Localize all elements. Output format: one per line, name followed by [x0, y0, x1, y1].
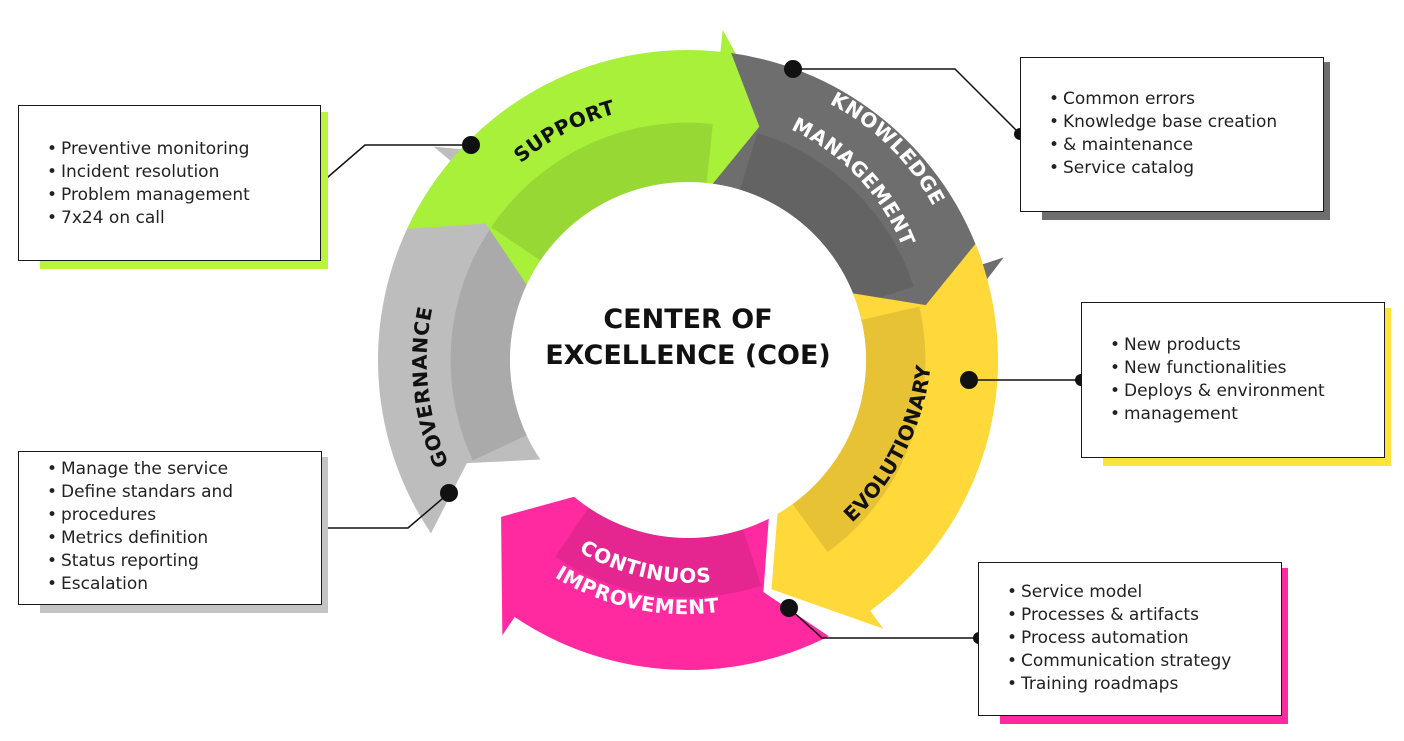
evolutionary-info-list: New products New functionalities Deploys… — [1110, 334, 1384, 426]
list-item: Preventive monitoring — [47, 138, 320, 161]
governance-info-list: Manage the service Define standars and p… — [47, 458, 321, 596]
evolutionary-info-box: New products New functionalities Deploys… — [1081, 302, 1385, 458]
support-info-box: Preventive monitoring Incident resolutio… — [18, 105, 321, 261]
list-item: Problem management — [47, 184, 320, 207]
connector-dot-knowledge-ring — [784, 60, 802, 78]
list-item: New functionalities — [1110, 357, 1384, 380]
connector-continuous — [788, 607, 979, 639]
connector-dot-governance-ring — [440, 484, 458, 502]
segment-evolutionary-inner-band — [792, 306, 926, 553]
list-item: Knowledge base creation — [1049, 111, 1323, 134]
connector-dot-continuous-ring — [780, 599, 798, 617]
list-item: Service model — [1007, 581, 1281, 604]
list-item: management — [1110, 403, 1384, 426]
center-title-line-2: EXCELLENCE (COE) — [545, 340, 831, 371]
list-item: Training roadmaps — [1007, 673, 1281, 696]
list-item: & maintenance — [1049, 134, 1323, 157]
segment-support-inner-band — [491, 122, 713, 261]
center-title-line-1: CENTER OF — [603, 304, 772, 335]
connector-knowledge — [793, 68, 1021, 135]
list-item: Define standars and — [47, 481, 321, 504]
knowledge-info-box: Common errors Knowledge base creation & … — [1020, 57, 1324, 212]
connector-support — [320, 144, 471, 184]
connector-dot-support-ring — [462, 136, 480, 154]
support-info-list: Preventive monitoring Incident resolutio… — [47, 138, 320, 230]
governance-info-box: Manage the service Define standars and p… — [18, 451, 322, 605]
segment-continuous-improvement-inner-band — [555, 507, 762, 598]
list-item: Processes & artifacts — [1007, 604, 1281, 627]
segment-knowledge-management-inner-band — [740, 132, 914, 305]
list-item: Service catalog — [1049, 157, 1323, 180]
knowledge-info-list: Common errors Knowledge base creation & … — [1049, 88, 1323, 180]
list-item: Deploys & environment — [1110, 380, 1384, 403]
list-item: Process automation — [1007, 627, 1281, 650]
list-item: procedures — [47, 504, 321, 527]
center-circle — [510, 182, 866, 538]
continuous-info-list: Service model Processes & artifacts Proc… — [1007, 581, 1281, 696]
list-item: Manage the service — [47, 458, 321, 481]
connector-dot-evolutionary-ring — [960, 371, 978, 389]
list-item: Incident resolution — [47, 161, 320, 184]
connector-governance — [321, 492, 450, 529]
list-item: Communication strategy — [1007, 650, 1281, 673]
list-item: Metrics definition — [47, 527, 321, 550]
list-item: Status reporting — [47, 550, 321, 573]
list-item: Escalation — [47, 573, 321, 596]
list-item: 7x24 on call — [47, 207, 320, 230]
list-item: New products — [1110, 334, 1384, 357]
continuous-info-box: Service model Processes & artifacts Proc… — [978, 562, 1282, 716]
list-item: Common errors — [1049, 88, 1323, 111]
